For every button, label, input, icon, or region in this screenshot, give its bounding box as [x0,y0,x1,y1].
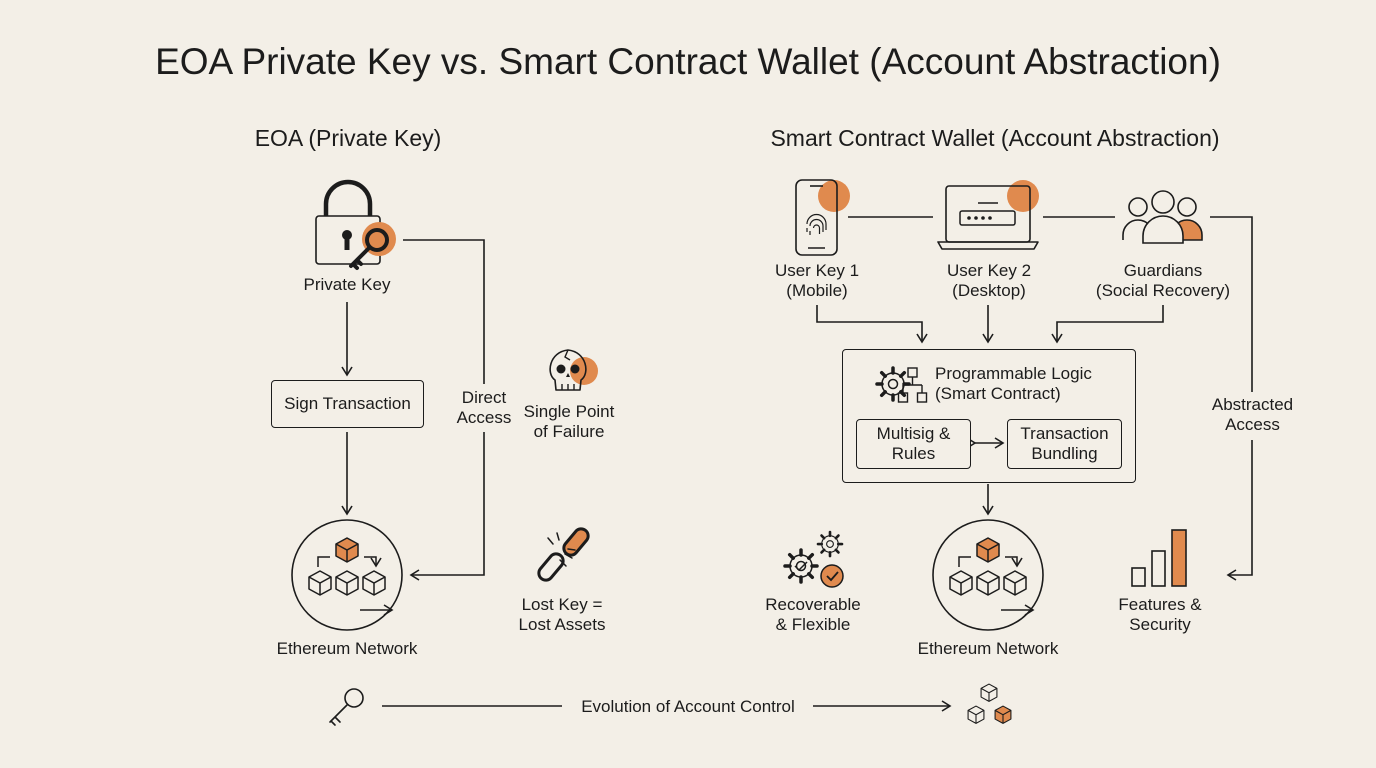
arrow-guardians-to-logic [1051,305,1164,344]
guardians-label: Guardians(Social Recovery) [1095,261,1231,301]
footer-blocks-icon [967,683,1012,724]
multisig-rules-label: Multisig &Rules [876,423,951,463]
direct-access-path [403,239,485,575]
user-key-1-label: User Key 1(Mobile) [774,261,860,301]
laptop-password-icon [937,180,1039,250]
lost-key-label: Lost Key =Lost Assets [518,595,606,635]
recoverable-gears-icon [783,530,844,588]
user-key-2-label: User Key 2(Desktop) [946,261,1032,301]
ethereum-network-icon-scw [932,519,1044,631]
recoverable-flexible-label: Recoverable& Flexible [765,595,861,635]
eoa-heading: EOA (Private Key) [254,125,442,151]
ethereum-network-label-eoa: Ethereum Network [276,639,418,658]
programmable-logic-icon [875,366,928,403]
features-security-label: Features &Security [1118,595,1202,635]
sign-transaction-box: Sign Transaction [271,380,424,428]
ethereum-network-icon-eoa [291,519,403,631]
mobile-fingerprint-icon [795,179,850,256]
padlock-key-icon [315,179,396,270]
footer-key-icon [329,688,364,726]
guardians-group-icon [1122,190,1203,244]
broken-chain-icon [537,527,590,582]
arrow-key1-to-logic [816,305,928,344]
private-key-label: Private Key [303,275,391,294]
page-title: EOA Private Key vs. Smart Contract Walle… [155,41,1221,82]
sign-transaction-label: Sign Transaction [284,393,411,413]
bar-chart-icon [1131,529,1187,587]
programmable-logic-label: Programmable Logic(Smart Contract) [935,364,1092,404]
scw-heading: Smart Contract Wallet (Account Abstracti… [770,125,1220,151]
skull-icon [549,349,598,391]
evolution-label: Evolution of Account Control [581,697,795,716]
multisig-rules-box: Multisig &Rules [856,419,971,469]
ethereum-network-label-scw: Ethereum Network [917,639,1059,658]
programmable-logic-box [842,349,1136,483]
abstracted-access-path [1210,216,1253,575]
